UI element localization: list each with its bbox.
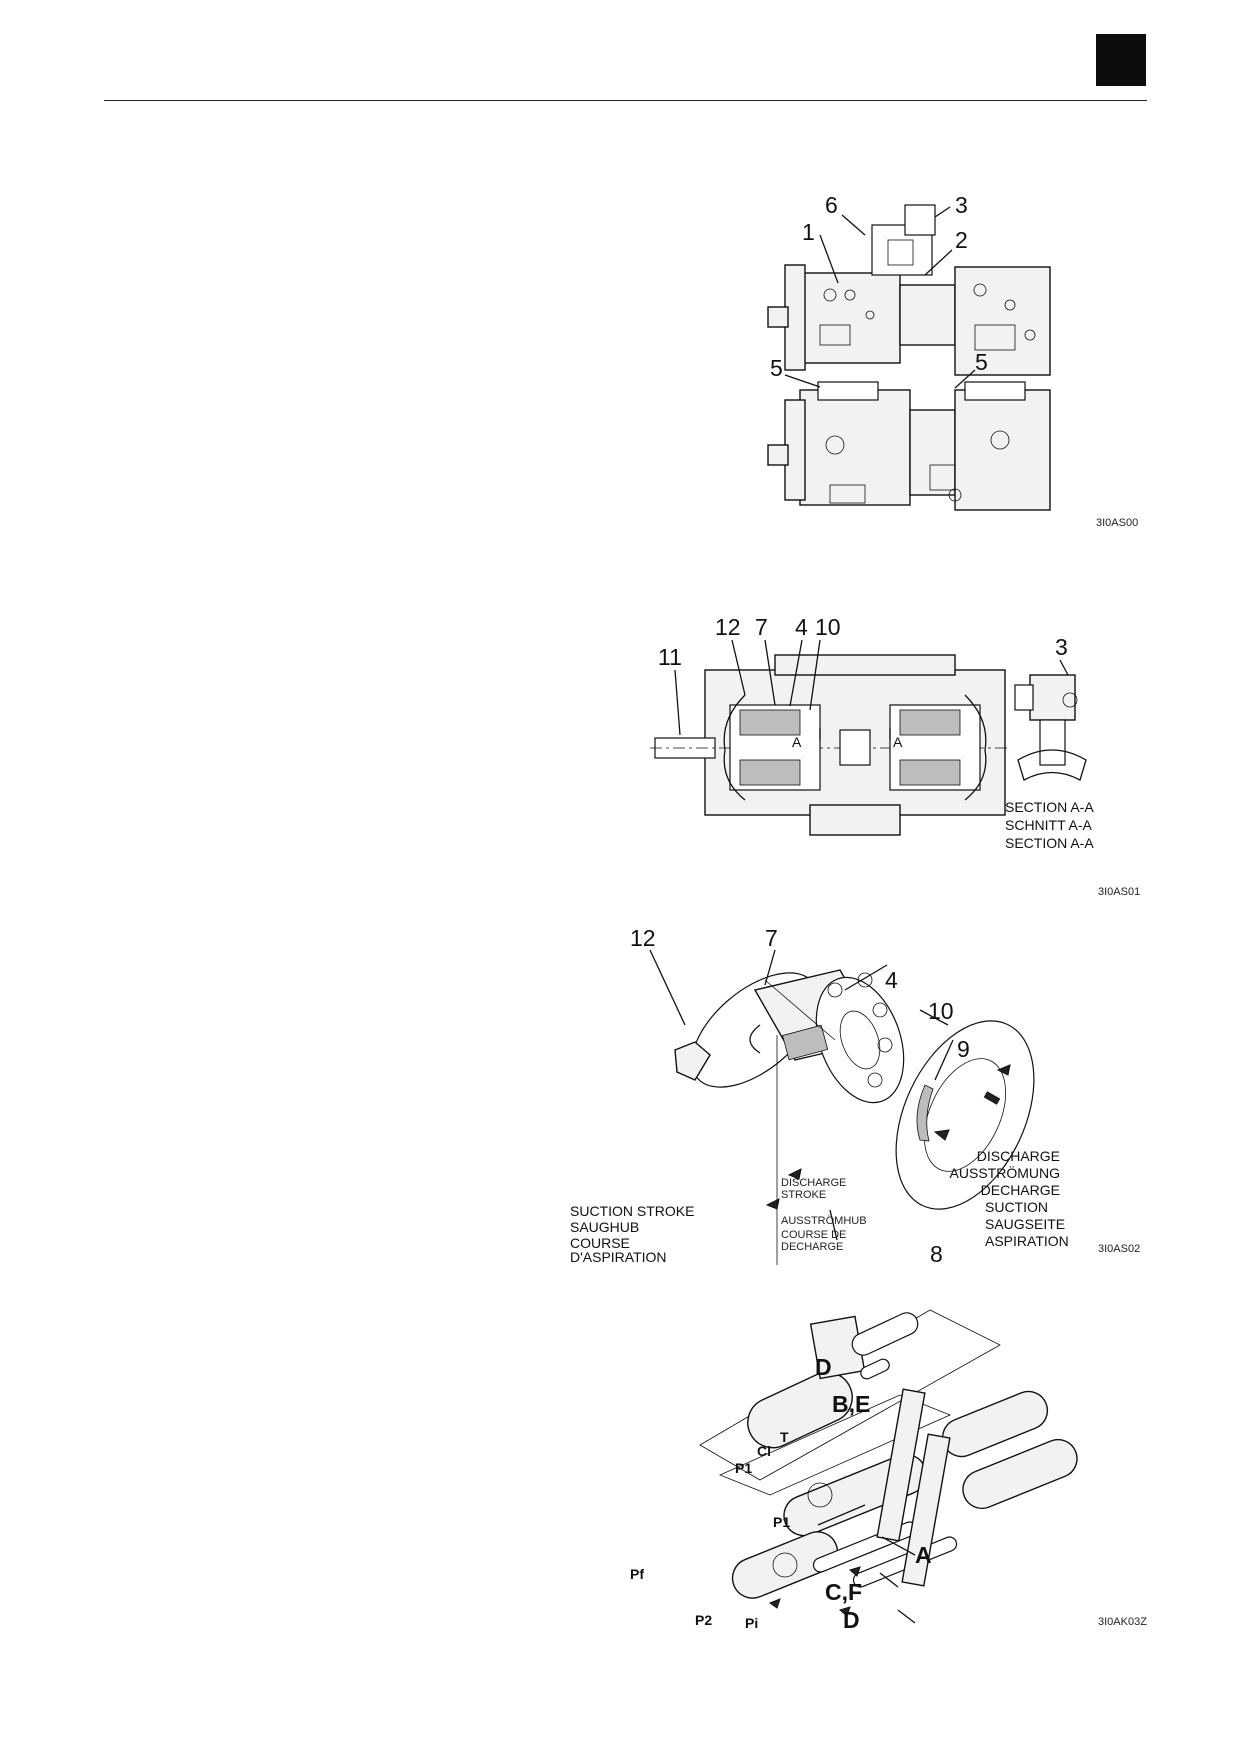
callout-8: 8 xyxy=(930,1241,943,1267)
section-label-fr: SECTION A-A xyxy=(1005,835,1094,851)
callout-d-top: D xyxy=(815,1354,832,1380)
discharge-label-fr: DECHARGE xyxy=(981,1182,1060,1198)
discharge-stroke-label-5: DECHARGE xyxy=(781,1241,843,1253)
figure-code: 3I0AS02 xyxy=(1098,1243,1140,1255)
callout-p2: P2 xyxy=(695,1612,712,1628)
cylinder-block-drawing xyxy=(749,969,905,1104)
pump-top-view-drawing xyxy=(767,204,1051,376)
callout-b-e: B,E xyxy=(832,1391,870,1417)
section-mark-a-right: A xyxy=(893,734,903,750)
callout-pi: Pi xyxy=(745,1615,758,1631)
section-mark-a-left: A xyxy=(792,734,802,750)
figure-pump-external-views: 6 3 1 2 5 5 3I0AS00 xyxy=(760,192,1155,535)
callout-a: A xyxy=(915,1542,932,1568)
callout-pf: Pf xyxy=(630,1566,644,1582)
header-rule xyxy=(104,100,1147,101)
callout-p1-top: P1 xyxy=(735,1460,752,1476)
suction-stroke-label-fr2: D'ASPIRATION xyxy=(570,1249,667,1265)
callout-6: 6 xyxy=(825,192,838,218)
callout-10: 10 xyxy=(815,614,841,640)
callout-12: 12 xyxy=(715,614,741,640)
callout-c-f: C,F xyxy=(825,1579,862,1605)
callout-9: 9 xyxy=(957,1036,970,1062)
figure-code: 3I0AS00 xyxy=(1096,517,1138,529)
callout-3: 3 xyxy=(1055,634,1068,660)
figure-rotating-group: 12 7 4 10 9 8 DISCHARGE AUSSTRÖMUNG DECH… xyxy=(570,925,1155,1267)
suction-stroke-label-de: SAUGHUB xyxy=(570,1219,639,1235)
suction-stroke-label-fr1: COURSE xyxy=(570,1235,630,1251)
actuator-drawing xyxy=(699,1309,1001,1481)
figure-code: 3I0AS01 xyxy=(1098,886,1140,898)
callout-d-bottom: D xyxy=(843,1607,860,1633)
callout-cl: Cl xyxy=(757,1443,771,1459)
figure-code: 3I0AK03Z xyxy=(1098,1616,1147,1628)
section-tab-marker xyxy=(1096,34,1146,86)
callout-12: 12 xyxy=(630,925,656,951)
suction-label-fr: ASPIRATION xyxy=(985,1233,1069,1249)
discharge-label-en: DISCHARGE xyxy=(977,1148,1060,1164)
figure-regulator: D B,E T Cl P1 P1 A C,F D Pf P2 Pi 3I0AK0… xyxy=(630,1305,1155,1635)
callout-5-right: 5 xyxy=(975,349,988,375)
section-label-de: SCHNITT A-A xyxy=(1005,817,1093,833)
section-label-en: SECTION A-A xyxy=(1005,799,1094,815)
pump-side-view-drawing xyxy=(767,381,1051,511)
callout-7: 7 xyxy=(755,614,768,640)
callout-4: 4 xyxy=(885,967,898,993)
pump-section-drawing xyxy=(650,654,1010,836)
callout-1: 1 xyxy=(802,219,815,245)
suction-label-en: SUCTION xyxy=(985,1199,1048,1215)
valve-plate-drawing xyxy=(895,1020,1035,1210)
suction-label-de: SAUGSEITE xyxy=(985,1216,1065,1232)
callout-5-left: 5 xyxy=(770,355,783,381)
valve-section-drawing xyxy=(1014,674,1087,781)
suction-stroke-label-en: SUCTION STROKE xyxy=(570,1203,694,1219)
spool-assembly-drawing xyxy=(718,1388,1078,1617)
discharge-label-de: AUSSTRÖMUNG xyxy=(950,1164,1060,1181)
callout-t: T xyxy=(780,1429,789,1445)
callout-4: 4 xyxy=(795,614,808,640)
discharge-stroke-label-1: DISCHARGE xyxy=(781,1177,846,1189)
discharge-stroke-label-3: AUSSTRÖMHUB xyxy=(781,1215,867,1227)
callout-3: 3 xyxy=(955,192,968,218)
callout-2: 2 xyxy=(955,227,968,253)
callout-10: 10 xyxy=(928,998,954,1024)
callout-11: 11 xyxy=(658,644,682,670)
discharge-stroke-label-2: STROKE xyxy=(781,1189,826,1201)
figure-pump-section: 12 7 4 10 11 3 A A SECTION A-A SCHNITT A… xyxy=(650,610,1150,905)
callout-p1-mid: P1 xyxy=(773,1514,790,1530)
callout-7: 7 xyxy=(765,925,778,951)
discharge-stroke-label-4: COURSE DE xyxy=(781,1229,846,1241)
